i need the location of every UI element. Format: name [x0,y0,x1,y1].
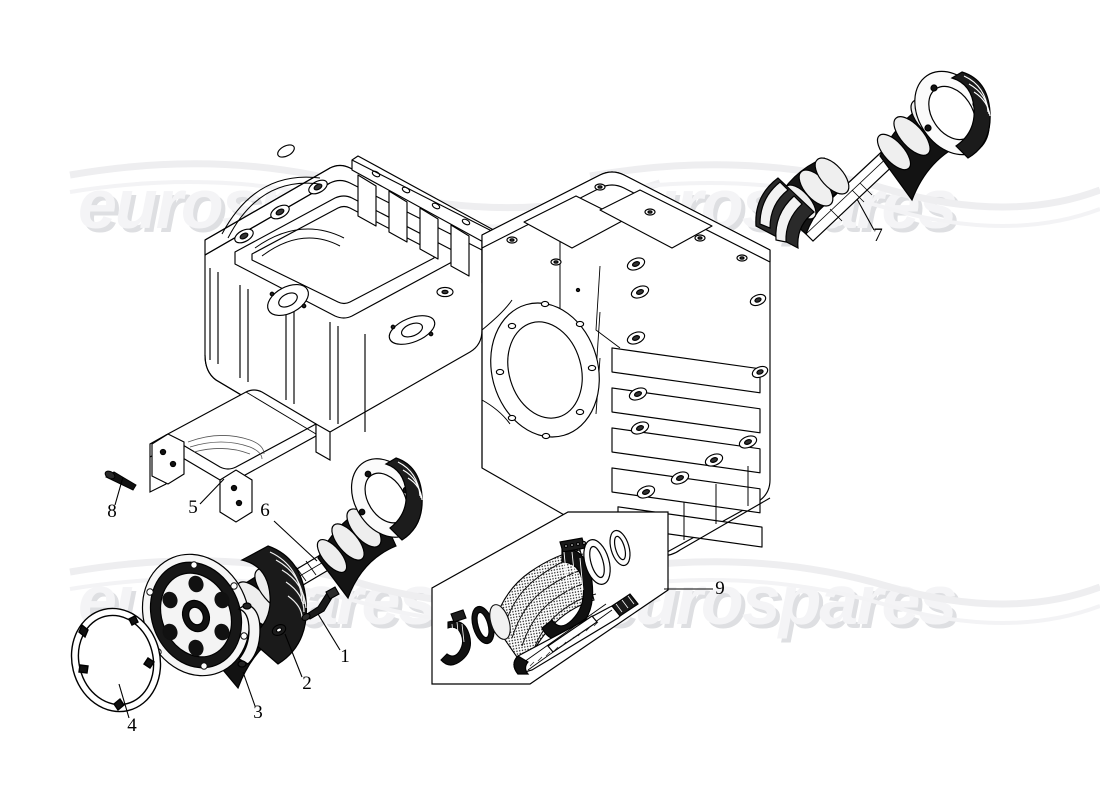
callout-number-9: 9 [715,578,725,599]
callout-number-2: 2 [302,673,312,694]
callout-number-5: 5 [188,497,198,518]
grease-tube [513,593,639,675]
leader-line-8 [114,476,124,506]
output-flange-face [490,300,600,440]
watermark-swoosh [589,181,1100,228]
watermark-swoosh [589,558,1100,608]
boot-seal-ring [583,539,611,585]
output-flange-bolt-holes [495,300,597,440]
watermark-swoosh [589,161,1100,211]
leader-line-3 [242,671,256,707]
gasket-ring [70,607,162,713]
callout-numbers: 1 2 3 4 5 6 7 8 9 [107,225,883,736]
callout-number-3: 3 [253,702,263,723]
leader-line-2 [284,633,303,678]
callout-number-8: 8 [107,501,117,522]
leader-line-5 [199,478,225,505]
callout-number-4: 4 [127,715,137,736]
heat-shield-tab-right [219,469,253,523]
hub-bolt [301,586,340,622]
cv-ball-cage [162,575,230,657]
rear-rail-bolt-holes [371,170,529,258]
callout-number-1: 1 [340,646,350,667]
differential-gearbox-housing [204,144,771,560]
cv-barrel-splines [269,551,307,619]
leader-line-4 [118,683,130,719]
hub-washer [271,624,287,636]
housing-top-bosses [234,144,328,244]
callout-number-6: 6 [260,500,270,521]
boot-snap-ring [609,529,631,567]
boot-retaining-ring [471,605,495,645]
right-inner-cv-housing [755,177,815,250]
heat-shield-emboss [187,435,265,460]
watermark-swoosh [589,578,1100,625]
callout-number-7: 7 [873,225,883,246]
leader-line-1 [317,613,341,651]
callout-layer [114,198,875,719]
boot-repair-kit-box [431,511,669,685]
right-drive-shaft-assembly [755,70,991,250]
left-inner-cv-joint [316,457,423,600]
case-top-opening [599,189,713,249]
case-top-bolt-holes [506,183,748,266]
housing-side-bosses [267,283,436,345]
retaining-clip [237,602,261,668]
heat-shield-tab-left [151,433,185,485]
leader-line-6 [273,520,318,562]
cv-flange-bolt-holes [146,561,248,670]
leader-line-7 [856,198,875,231]
right-outer-cv-joint [876,70,991,202]
case-bolt-bosses [626,257,769,499]
heat-shield-assembly [149,389,331,523]
heat-shield-right-bracket [315,423,331,461]
heat-shield-screw [104,470,137,491]
boot-clamp-large [541,537,594,640]
boot-clamp-small [440,609,471,666]
